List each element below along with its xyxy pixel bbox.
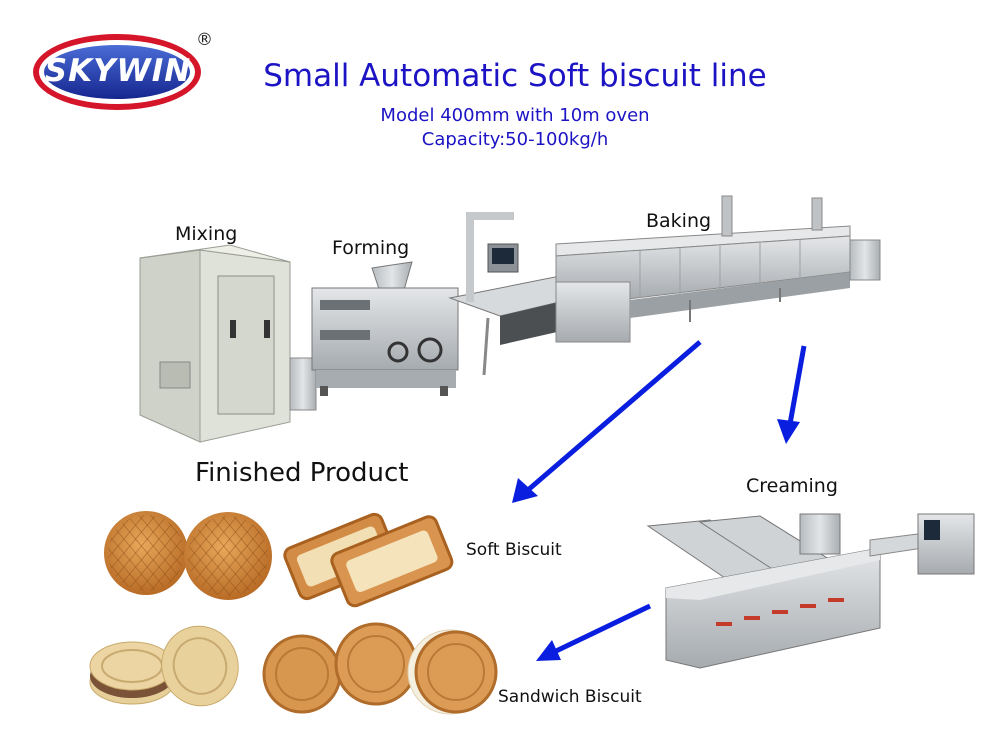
stage-label-baking: Baking xyxy=(646,210,712,232)
oven-machine xyxy=(555,195,881,343)
page-title: Small Automatic Soft biscuit line xyxy=(263,58,767,94)
arrow-to-sandwich-biscuit xyxy=(552,603,652,655)
arrow-head-soft-biscuit xyxy=(512,478,538,503)
skywin-logo xyxy=(33,34,201,110)
rectangular-cookies-image xyxy=(283,512,454,608)
capacity-text: Capacity:50-100kg/h xyxy=(421,129,609,150)
stage-label-forming: Forming xyxy=(332,237,410,259)
mixer-machine xyxy=(139,244,317,443)
lotus-cookies-image xyxy=(262,622,498,715)
stage-label-creaming: Creaming xyxy=(746,475,838,497)
forming-machine xyxy=(311,261,459,396)
arrow-head-sandwich-biscuit xyxy=(536,640,561,661)
round-cookies-image xyxy=(104,511,272,600)
stage-label-mixing: Mixing xyxy=(175,223,238,245)
model-text: Model 400mm with 10m oven xyxy=(380,105,650,126)
arrow-head-creaming xyxy=(777,419,800,444)
creaming-machine xyxy=(646,513,975,669)
arrow-to-soft-biscuit xyxy=(526,340,702,492)
finished-product-heading: Finished Product xyxy=(195,458,409,488)
arrow-to-creaming xyxy=(787,345,807,425)
sandwich-biscuit-label: Sandwich Biscuit xyxy=(498,687,642,707)
registered-mark: ® xyxy=(196,30,213,50)
process-arrows xyxy=(512,340,807,661)
sandwich-cookies-image xyxy=(89,625,239,707)
soft-biscuit-label: Soft Biscuit xyxy=(466,540,562,560)
logo-text: SKYWIN xyxy=(44,53,192,89)
